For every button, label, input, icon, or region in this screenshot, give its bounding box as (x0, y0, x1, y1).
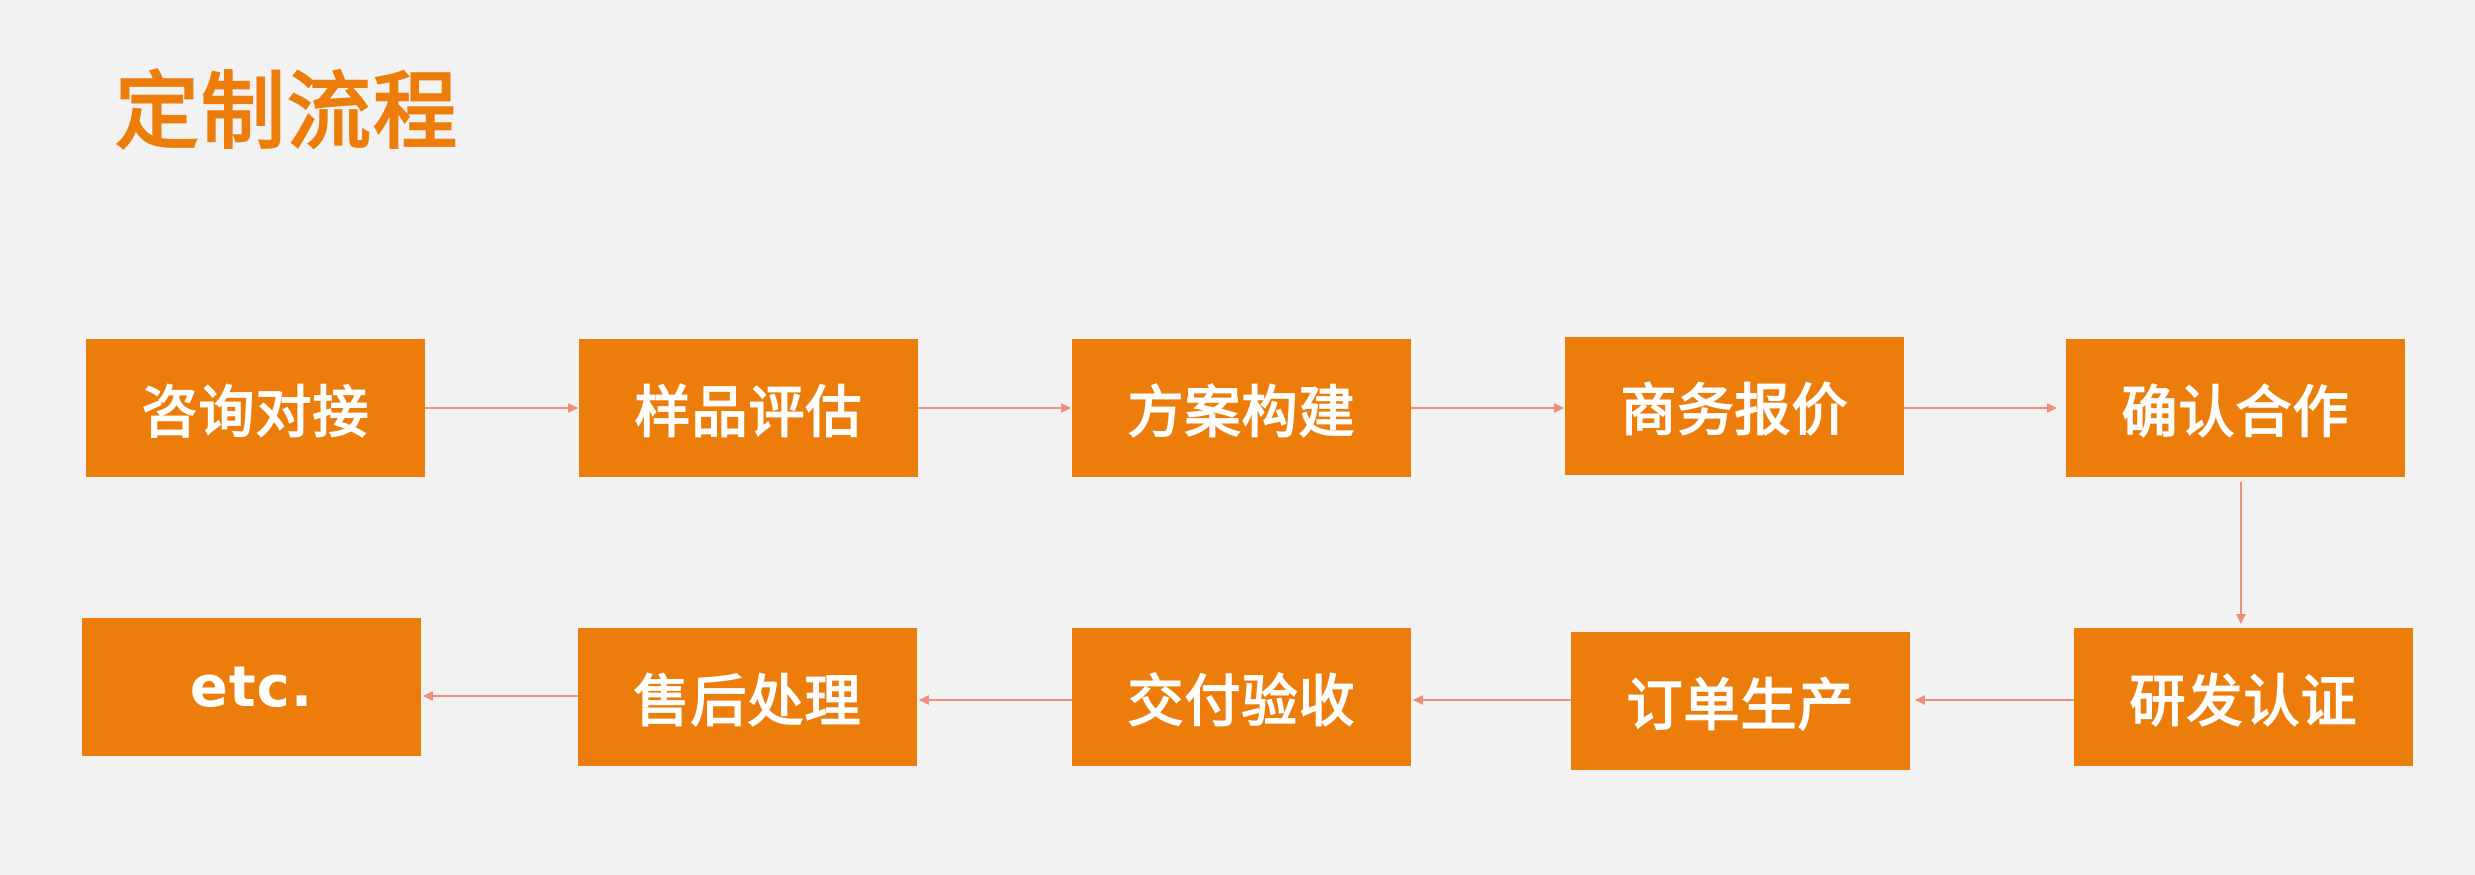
step-label: 售后处理 (633, 669, 862, 735)
step-label: 交付验收 (1127, 669, 1356, 735)
step-rd-certification: 研发认证 (2074, 628, 2413, 766)
step-sample-evaluation: 样品评估 (579, 339, 918, 477)
step-order-production: 订单生产 (1571, 632, 1910, 770)
step-confirm-cooperation: 确认合作 (2066, 339, 2405, 477)
step-label: 咨询对接 (141, 380, 370, 446)
step-etc: etc. (82, 618, 421, 756)
step-label: 订单生产 (1626, 673, 1855, 739)
page-title: 定制流程 (115, 63, 460, 161)
step-label: 方案构建 (1127, 380, 1356, 446)
step-label: 样品评估 (634, 380, 863, 446)
step-label: 商务报价 (1620, 378, 1849, 444)
step-delivery-acceptance: 交付验收 (1072, 628, 1411, 766)
step-label: etc. (189, 654, 314, 720)
step-label: 研发认证 (2129, 669, 2358, 735)
step-solution-design: 方案构建 (1072, 339, 1411, 477)
step-label: 确认合作 (2121, 380, 2350, 446)
step-quotation: 商务报价 (1565, 337, 1904, 475)
step-after-sales: 售后处理 (578, 628, 917, 766)
step-consultation: 咨询对接 (86, 339, 425, 477)
